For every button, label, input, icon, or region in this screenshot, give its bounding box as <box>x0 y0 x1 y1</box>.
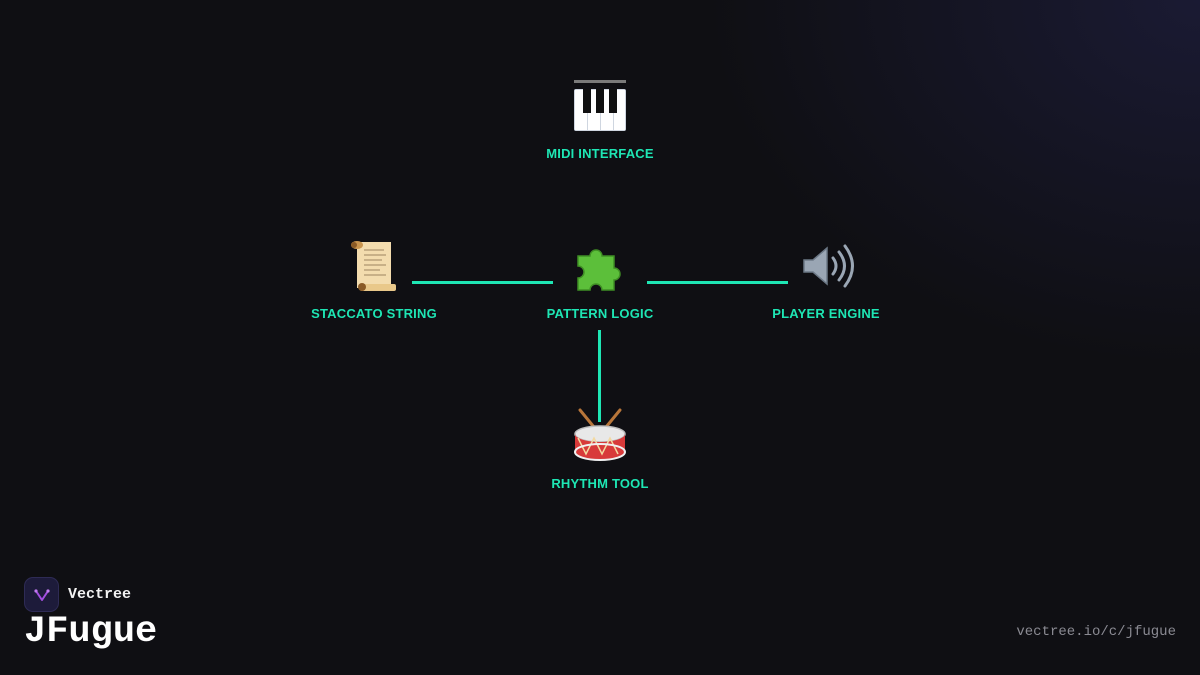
piano-keyboard-icon <box>574 80 626 131</box>
node-midi-interface[interactable]: MIDI INTERFACE <box>500 76 700 161</box>
node-label: MIDI INTERFACE <box>546 146 654 161</box>
source-url[interactable]: vectree.io/c/jfugue <box>1016 624 1176 640</box>
puzzle-piece-icon <box>577 249 621 291</box>
edge-pattern-rhythm <box>598 330 601 422</box>
vectree-logo-icon <box>24 577 59 612</box>
edge-pattern-player <box>647 281 788 284</box>
node-label: PATTERN LOGIC <box>546 306 654 321</box>
node-label: STACCATO STRING <box>311 306 437 321</box>
drum-icon <box>574 408 626 461</box>
brand-name: Vectree <box>68 586 132 603</box>
node-pattern-logic[interactable]: PATTERN LOGIC <box>500 236 700 321</box>
page-title: JFugue <box>24 611 158 653</box>
node-rhythm-tool[interactable]: RHYTHM TOOL <box>500 406 700 491</box>
speaker-icon <box>803 244 854 288</box>
scroll-icon <box>351 241 396 291</box>
node-player-engine[interactable]: PLAYER ENGINE <box>726 236 926 321</box>
node-staccato-string[interactable]: STACCATO STRING <box>274 236 474 321</box>
edge-staccato-pattern <box>412 281 553 284</box>
node-label: PLAYER ENGINE <box>772 306 880 321</box>
brand: Vectree <box>24 577 131 612</box>
node-label: RHYTHM TOOL <box>551 476 649 491</box>
